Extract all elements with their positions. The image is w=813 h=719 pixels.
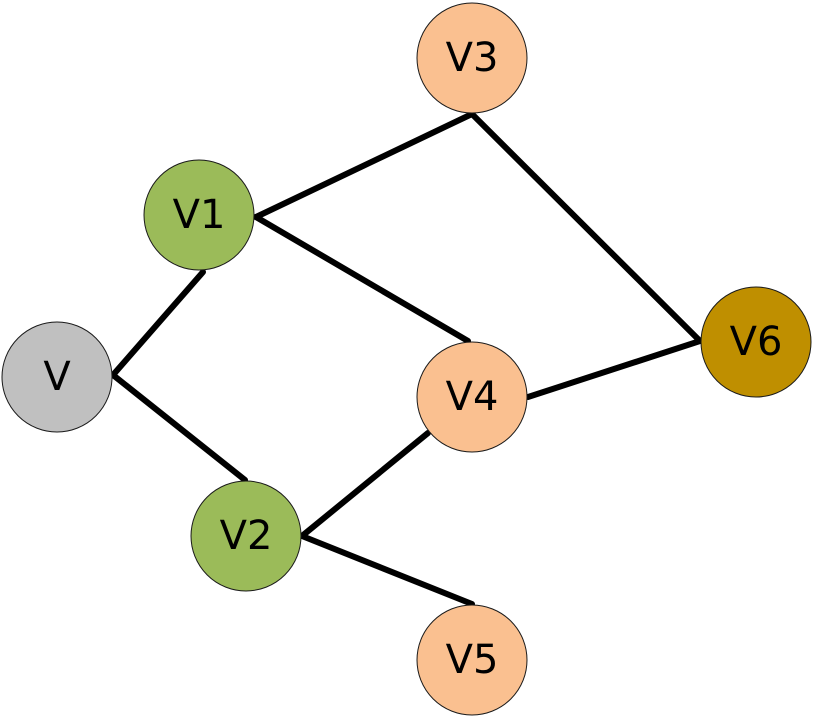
edges-layer [110,111,703,607]
node-v1: V1 [143,159,255,271]
node-circle-v5 [416,604,528,716]
node-v4: V4 [416,341,528,453]
node-circle-v3 [416,2,528,114]
edge-v1-v4 [253,214,471,344]
edge-v2-v4 [299,430,431,539]
node-label-v: V [43,354,71,400]
node-circle-v [1,321,113,433]
edge-v4-v6 [525,338,703,400]
node-circle-v4 [416,341,528,453]
node-circle-v6 [700,286,812,398]
edge-v3-v6 [469,111,703,344]
node-label-v1: V1 [173,192,226,238]
edge-v-v1 [110,269,206,378]
node-circle-v2 [190,480,302,592]
node-label-v5: V5 [446,637,499,683]
edge-v-v2 [110,372,248,483]
node-v: V [1,321,113,433]
node-v2: V2 [190,480,302,592]
node-label-v6: V6 [730,319,783,365]
edge-v2-v5 [299,533,475,607]
node-v6: V6 [700,286,812,398]
edge-v1-v3 [253,111,475,220]
node-label-v4: V4 [446,374,499,420]
node-v5: V5 [416,604,528,716]
node-label-v3: V3 [446,35,499,81]
node-label-v2: V2 [220,513,273,559]
node-v3: V3 [416,2,528,114]
node-circle-v1 [143,159,255,271]
